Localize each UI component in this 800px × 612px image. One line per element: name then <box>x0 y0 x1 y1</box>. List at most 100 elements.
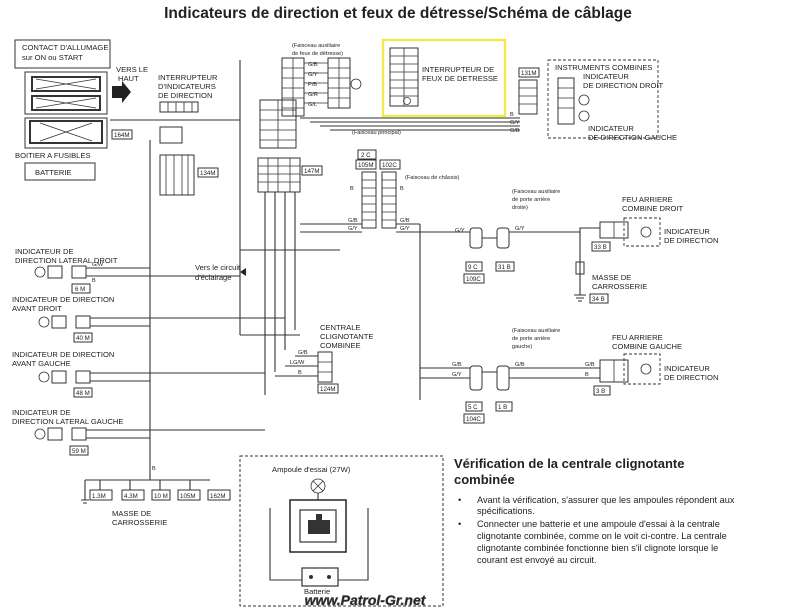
av-gauche-label-1: INDICATEUR DE DIRECTION <box>12 350 114 359</box>
wire-gb-fl: G/B <box>298 350 308 356</box>
ind-dir-droit-label-2: DE DIRECTION <box>664 236 718 245</box>
verif-b2-line-2: clignotante combinée, comme on le voit c… <box>477 531 727 541</box>
bullet-1: • <box>458 495 461 505</box>
wire-b-chassis-r: B <box>400 186 404 192</box>
ind-dir-gauche-label-1: INDICATEUR <box>664 364 710 373</box>
flasher-unit: CENTRALE CLIGNOTANTE COMBINEE G/B LG/W B… <box>275 323 373 394</box>
hazard-switch-label-1: INTERRUPTEUR DE <box>422 65 494 74</box>
wire-b-top: B <box>510 112 514 118</box>
verif-b1-line-2: spécifications. <box>477 506 535 516</box>
masse-bas-label-1: MASSE DE <box>112 509 151 518</box>
code-164m: 164M <box>114 132 129 139</box>
wire-b-lat: B <box>92 278 96 284</box>
code-105m-b: 105M <box>180 493 195 500</box>
ignition-fuse-block: CONTACT D'ALLUMAGE sur ON ou START VERS … <box>14 39 148 181</box>
verif-b1-line-1: Avant la vérification, s'assurer que les… <box>477 495 735 505</box>
code-13m: 1.3M <box>92 493 106 500</box>
code-59m: 59 M <box>72 448 86 455</box>
wire-gw-lat: G/W <box>92 262 104 268</box>
av-gauche-label-2: AVANT GAUCHE <box>12 359 71 368</box>
arrow-up-icon <box>112 81 131 103</box>
porte-droite-label-1: (Faisceau auxiliaire <box>512 189 560 195</box>
masse-bas-label-2: CARROSSERIE <box>112 518 167 527</box>
porte-droite-label-2: de porte arrière <box>512 197 550 203</box>
hazard-aux-harness: (Faisceau auxiliaire de feux de détresse… <box>281 43 362 117</box>
wire-gy-r2: G/Y <box>515 226 525 232</box>
contact-label-2: sur ON ou START <box>22 53 83 62</box>
verification-section: Vérification de la centrale clignotante … <box>454 456 735 565</box>
wire-gy-top: G/Y <box>510 120 520 126</box>
lat-droit-label-2: DIRECTION LATERAL DROIT <box>15 256 118 265</box>
wire-b-ground: B <box>152 466 156 472</box>
feu-ar-gauche-label-1: FEU ARRIERE <box>612 333 663 342</box>
ind-droit-label-1: INDICATEUR <box>583 72 629 81</box>
vers-circuit-label-2: d'éclairage <box>195 273 232 282</box>
code-109c: 109C <box>466 276 481 283</box>
hazard-switch: INTERRUPTEUR DE FEUX DE DETRESSE <box>381 38 507 118</box>
page-title: Indicateurs de direction et feux de détr… <box>164 5 632 22</box>
wire-gy-chassis: G/Y <box>348 226 358 232</box>
batterie-small-label: Batterie <box>304 587 330 596</box>
battery-icon <box>301 567 339 587</box>
code-33b: 33 B <box>594 244 607 251</box>
ind-dir-droit-label-1: INDICATEUR <box>664 227 710 236</box>
feu-ar-gauche-label-2: COMBINE GAUCHE <box>612 342 682 351</box>
wire-gy-r1: G/Y <box>455 228 465 234</box>
centrale-label-3: COMBINEE <box>320 341 361 350</box>
code-131m: 131M <box>521 70 536 77</box>
code-124m: 124M <box>320 386 335 393</box>
hazard-aux-label-2: de feux de détresse) <box>292 51 343 57</box>
wire-gr-1: G/R <box>308 92 318 98</box>
centrale-label-2: CLIGNOTANTE <box>320 332 373 341</box>
code-48m: 48 M <box>76 390 90 397</box>
code-43m: 4.3M <box>124 493 138 500</box>
verif-heading-1: Vérification de la centrale clignotante <box>454 456 684 471</box>
code-105m: 105M <box>358 162 373 169</box>
code-34b: 34 B <box>592 296 605 303</box>
ind-dir-gauche-label-2: DE DIRECTION <box>664 373 718 382</box>
ampoule-label: Ampoule d'essai (27W) <box>272 465 351 474</box>
code-147m: 147M <box>304 168 319 175</box>
code-2c: 2 C <box>361 152 371 159</box>
inter-dir-label-2: D'INDICATEURS <box>158 82 216 91</box>
code-104c: 104C <box>466 416 481 423</box>
code-6m: 6 M <box>75 286 85 293</box>
code-40m: 40 M <box>76 335 90 342</box>
code-102c: 102C <box>382 162 397 169</box>
wire-gb-top: G/B <box>510 128 520 134</box>
connector-147m: 147M <box>257 99 323 193</box>
verif-b2-line-3: clignotante combinée fonctionne bien s'i… <box>477 543 718 553</box>
verif-heading-2: combinée <box>454 472 515 487</box>
porte-gauche-label-3: gauche) <box>512 344 532 350</box>
code-31b: 31 B <box>498 264 511 271</box>
porte-gauche-label-1: (Faisceau auxiliaire <box>512 328 560 334</box>
wire-lgw-fl: LG/W <box>290 360 305 366</box>
hazard-switch-label-2: FEUX DE DETRESSE <box>422 74 498 83</box>
lat-gauche-label-2: DIRECTION LATERAL GAUCHE <box>12 417 123 426</box>
masse-label-1: MASSE DE <box>592 273 631 282</box>
wire-gb-l1: G/B <box>452 362 462 368</box>
code-162m: 162M <box>210 493 225 500</box>
wire-b-l3: B <box>585 372 589 378</box>
wire-gb-l2: G/B <box>515 362 525 368</box>
haut-label: HAUT <box>118 74 139 83</box>
right-rear-branch: (Faisceau auxiliaire de porte arrière dr… <box>455 189 718 304</box>
wire-pb-1: P/B <box>308 82 317 88</box>
wire-gb-l3: G/B <box>585 362 595 368</box>
ind-droit-label-2: DE DIRECTION DROIT <box>583 81 664 90</box>
turn-signal-switch: INTERRUPTEUR D'INDICATEURS DE DIRECTION … <box>158 73 219 196</box>
instrument-cluster: 131M INSTRUMENTS COMBINES INDICATEUR DE … <box>518 59 677 142</box>
front-lamps: INDICATEUR DE DIRECTION LATERAL DROIT G/… <box>12 247 285 456</box>
masse-label-2: CARROSSERIE <box>592 282 647 291</box>
wire-gy-1: G/Y <box>308 72 318 78</box>
centrale-label-1: CENTRALE <box>320 323 361 332</box>
code-3b: 3 B <box>596 388 605 395</box>
lat-droit-label-1: INDICATEUR DE <box>15 247 74 256</box>
code-1b: 1 B <box>498 404 507 411</box>
porte-droite-label-3: droite) <box>512 205 528 211</box>
ind-gauche-label-2: DE DIRECTION GAUCHE <box>588 133 677 142</box>
test-setup: Ampoule d'essai (27W) Batterie <box>239 455 444 607</box>
wire-gl-1: G/L <box>308 102 317 108</box>
feu-ar-droit-label-2: COMBINE DROIT <box>622 204 684 213</box>
